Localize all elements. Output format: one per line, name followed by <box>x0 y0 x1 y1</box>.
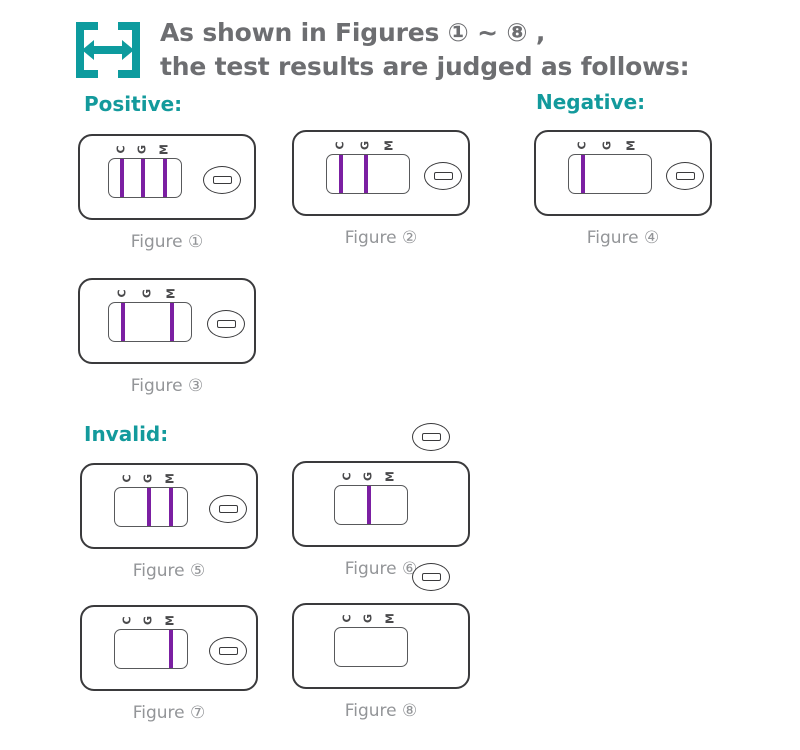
tick-label-m: M <box>383 613 396 624</box>
header-title-line-2: the test results are judged as follows: <box>160 52 690 81</box>
tick-label-c: C <box>115 289 129 298</box>
tick-label-g: G <box>361 613 375 624</box>
tick-label-m: M <box>382 140 396 151</box>
result-window <box>108 302 192 342</box>
tick-label-c: C <box>333 141 347 150</box>
figure-caption: Figure ⑥ <box>344 559 418 579</box>
tick-label-m: M <box>624 140 638 151</box>
test-band-c <box>581 155 586 193</box>
tick-label-m: M <box>163 615 176 626</box>
figure-caption: Figure ⑧ <box>344 701 418 721</box>
result-window <box>334 627 408 667</box>
test-band-g <box>147 488 152 526</box>
test-band-m <box>168 488 173 526</box>
figure-caption: Figure ② <box>344 228 418 248</box>
tick-label-c: C <box>340 472 354 481</box>
tick-label-g: G <box>361 471 375 482</box>
figure-caption: Figure ③ <box>130 376 204 396</box>
test-band-m <box>168 630 173 668</box>
figure-caption: Figure ④ <box>586 228 660 248</box>
tick-label-c: C <box>114 145 128 154</box>
tick-label-g: G <box>135 144 149 155</box>
test-band-m <box>162 159 167 197</box>
result-window <box>114 629 188 669</box>
sample-well <box>207 310 245 338</box>
result-window <box>108 158 182 198</box>
tick-label-c: C <box>575 141 589 150</box>
tick-label-m: M <box>157 144 170 155</box>
section-heading-negative: Negative: <box>536 90 646 114</box>
result-window <box>568 154 652 194</box>
test-band-g <box>367 486 372 524</box>
tick-label-g: G <box>141 473 155 484</box>
tick-label-m: M <box>164 288 178 299</box>
tick-label-c: C <box>120 616 134 625</box>
header-title-line-1: As shown in Figures ① ~ ⑧ , <box>160 18 546 47</box>
sample-well <box>424 162 462 190</box>
section-heading-positive: Positive: <box>84 92 183 116</box>
section-heading-invalid: Invalid: <box>84 422 169 446</box>
header-banner: As shown in Figures ① ~ ⑧ , the test res… <box>0 0 800 92</box>
tick-label-m: M <box>163 473 176 484</box>
test-band-c <box>119 159 124 197</box>
detached-sample-well <box>412 563 450 591</box>
sample-well <box>666 162 704 190</box>
test-band-c <box>339 155 344 193</box>
sample-well <box>203 166 241 194</box>
test-band-g <box>141 159 146 197</box>
tick-label-g: G <box>600 140 614 151</box>
tick-label-c: C <box>120 474 134 483</box>
tick-label-m: M <box>383 471 396 482</box>
sample-well <box>209 495 247 523</box>
test-band-m <box>170 303 174 341</box>
header-title: As shown in Figures ① ~ ⑧ , the test res… <box>160 16 780 84</box>
result-window <box>334 485 408 525</box>
result-window <box>114 487 188 527</box>
figure-caption: Figure ① <box>130 232 204 252</box>
expand-arrows-bracket-icon <box>68 18 148 82</box>
tick-label-g: G <box>140 288 154 299</box>
tick-label-g: G <box>358 140 372 151</box>
test-band-c <box>121 303 126 341</box>
tick-label-g: G <box>141 615 155 626</box>
detached-sample-well <box>412 423 450 451</box>
result-window <box>326 154 410 194</box>
figure-caption: Figure ⑦ <box>132 703 206 723</box>
figure-caption: Figure ⑤ <box>132 561 206 581</box>
tick-label-c: C <box>340 614 354 623</box>
test-band-g <box>363 155 368 193</box>
sample-well <box>209 637 247 665</box>
